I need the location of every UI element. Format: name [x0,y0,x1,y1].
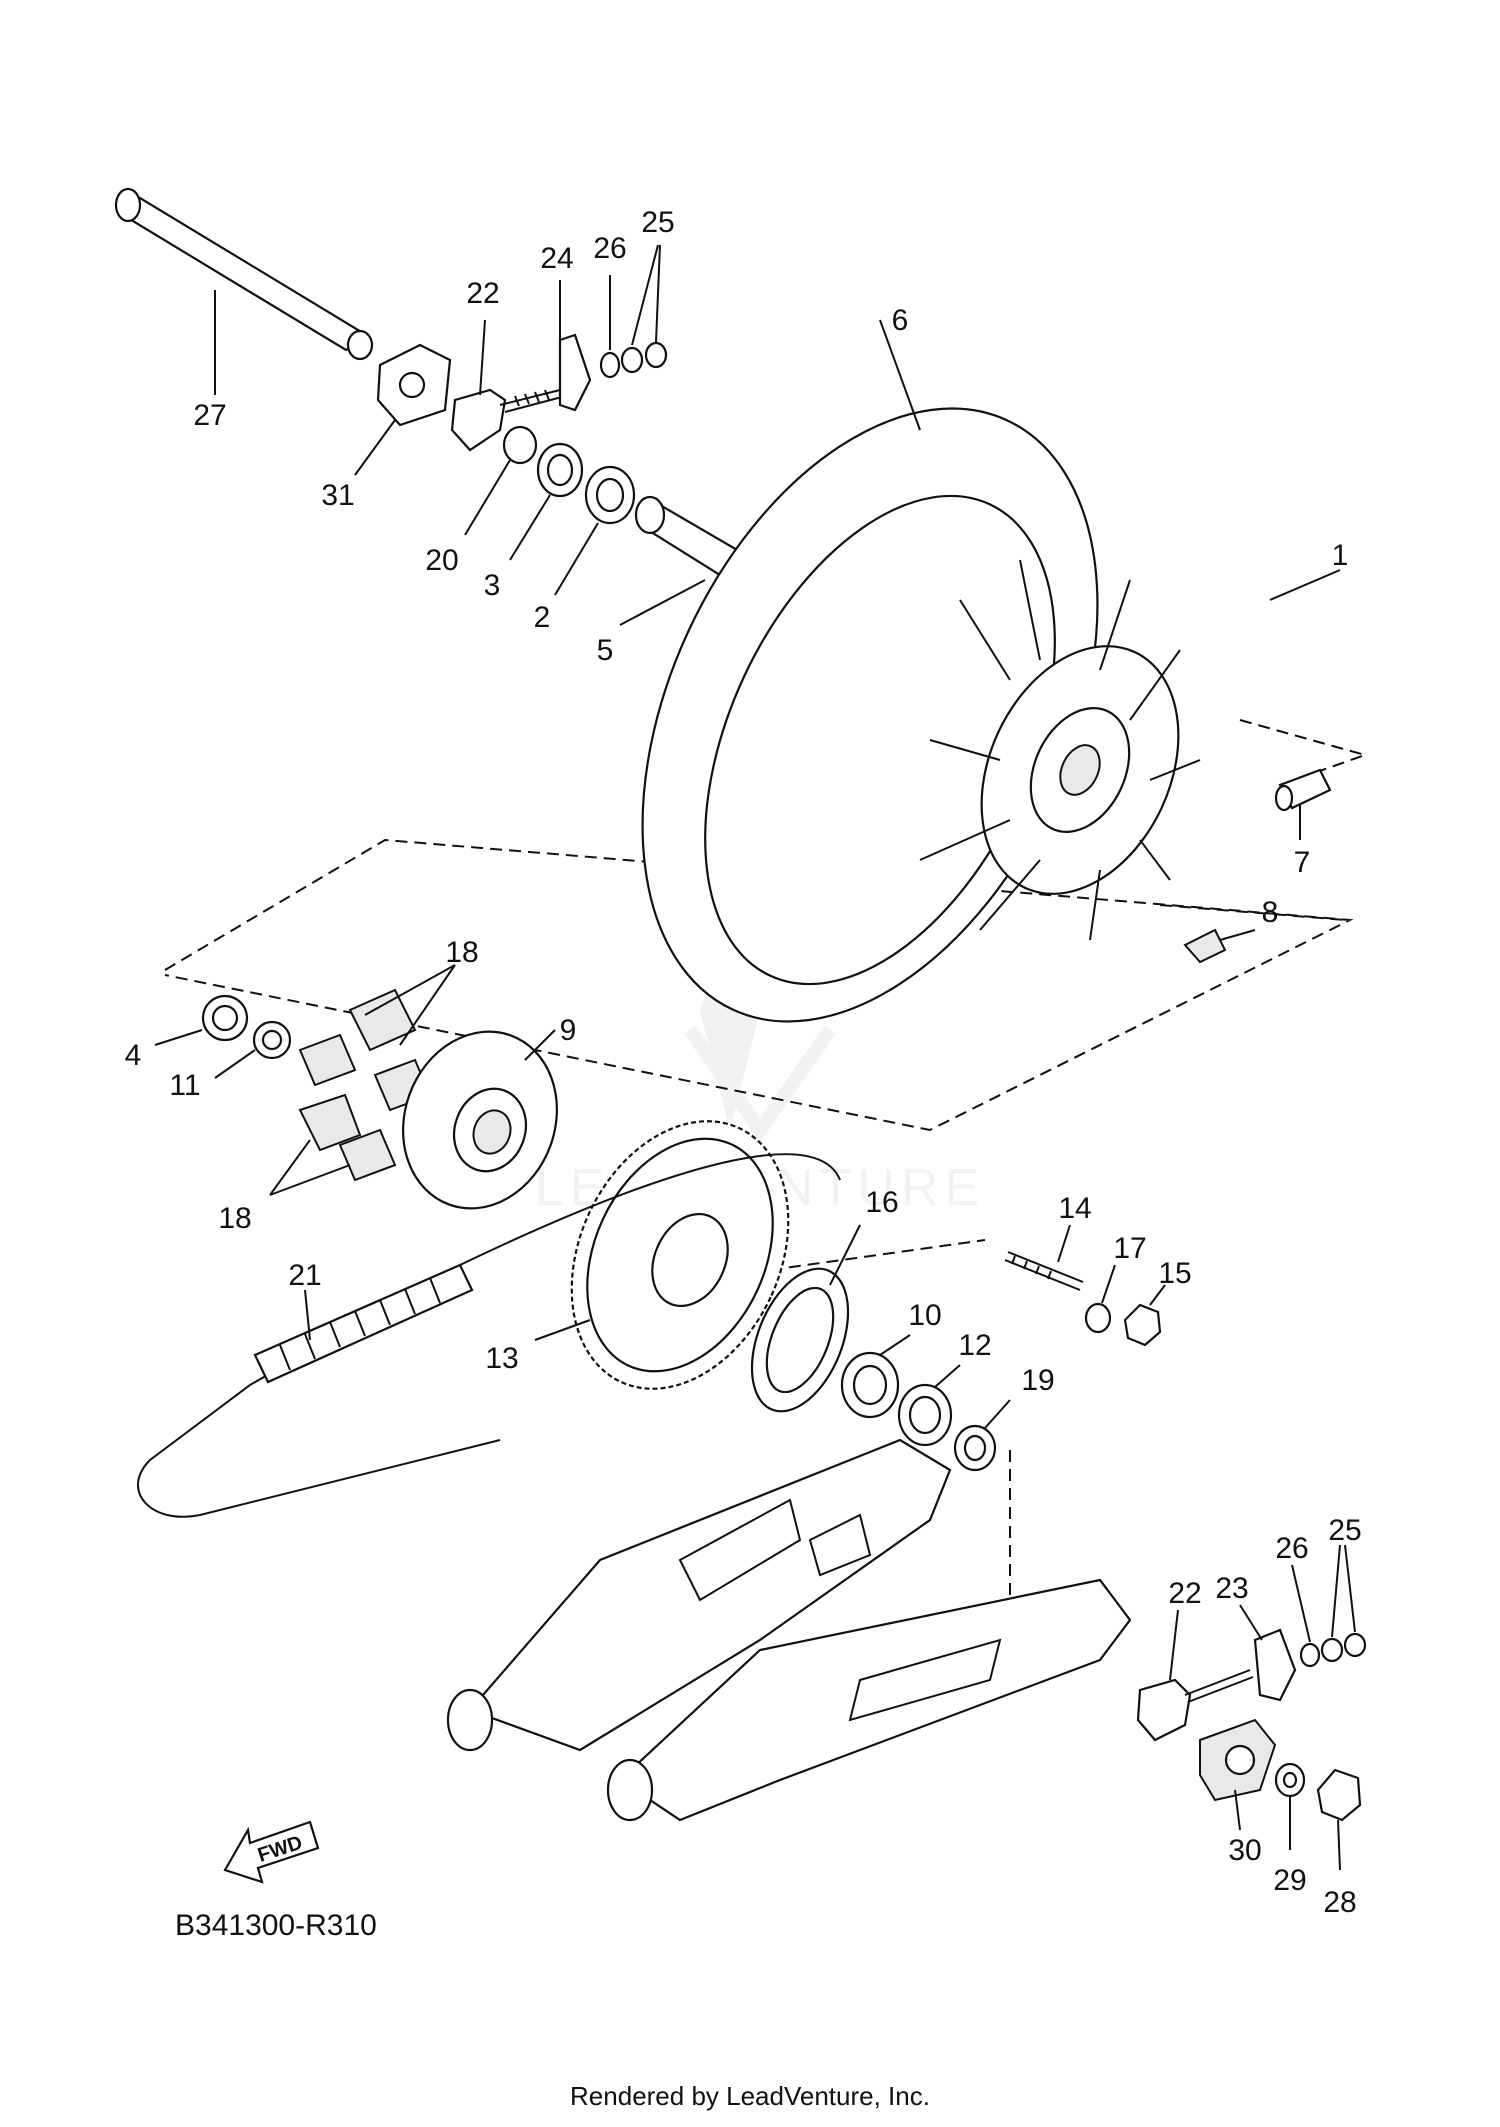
callout-3: 3 [484,569,501,602]
callout-12: 12 [958,1329,991,1362]
callout-17: 17 [1113,1232,1146,1265]
callout-20: 20 [425,544,458,577]
wheel-6 [641,319,1201,1023]
callout-18a: 18 [445,936,478,969]
valve-7 [1274,768,1332,840]
collar-20 [464,425,538,536]
nut-15 [1123,1284,1166,1347]
collar-19 [953,1399,1011,1472]
callout-19: 19 [1021,1364,1054,1397]
oil-seal-3 [509,442,584,561]
callout-9: 9 [560,1014,577,1047]
fwd-arrow-icon: FWD [223,1820,320,1884]
assembly-outline-hub [164,719,1369,1610]
callout-18b: 18 [218,1202,251,1235]
callout-30: 30 [1228,1834,1261,1867]
oil-seal-12 [897,1364,961,1447]
bearing-2 [554,465,636,596]
callout-23: 23 [1215,1572,1248,1605]
clutch-hub-9 [401,1029,559,1210]
callout-15: 15 [1158,1257,1191,1290]
sprocket-13 [534,1120,790,1390]
chain-puller-22-upper [450,319,563,452]
callout-7: 7 [1294,846,1311,879]
collar-11 [214,1020,292,1079]
dampers-18 [269,964,456,1196]
callout-31: 31 [321,479,354,512]
nuts-25-upper [620,244,668,374]
callout-10: 10 [908,1299,941,1332]
callout-14: 14 [1058,1192,1091,1225]
plate-23 [1239,1604,1297,1702]
chain-puller-22-lower [1136,1609,1254,1742]
callout-25b: 25 [1328,1514,1361,1547]
diagram-code: B341300-R310 [175,1909,377,1942]
plate-16 [750,1224,861,1413]
axle-27 [114,187,374,395]
callout-29: 29 [1273,1864,1306,1897]
bearing-10 [840,1334,911,1419]
washer-17 [1084,1264,1116,1334]
callout-26b: 26 [1275,1532,1308,1565]
adjuster-block-30 [1199,1718,1277,1831]
nut-28 [1316,1768,1362,1871]
washer-26-lower [1291,1564,1321,1668]
washer-29 [1274,1762,1306,1850]
bearing-4 [154,994,249,1046]
callout-13: 13 [485,1342,518,1375]
callout-22b: 22 [1168,1577,1201,1610]
callout-21: 21 [288,1259,321,1292]
callout-6: 6 [892,304,909,337]
stud-bolt-14 [1004,1224,1084,1291]
chain-21 [137,1153,841,1518]
callout-22a: 22 [466,277,499,310]
callout-5: 5 [597,634,614,667]
rim-1 [1269,569,1341,601]
callout-2: 2 [534,601,551,634]
callout-1: 1 [1332,539,1349,572]
callout-25a: 25 [641,206,674,239]
swingarm [446,1438,1132,1822]
callout-11: 11 [169,1069,200,1102]
balance-weight-8 [1183,928,1256,964]
callout-8: 8 [1262,896,1279,929]
washer-26-upper [599,275,621,379]
adjuster-31 [354,343,452,476]
footer-credit: Rendered by LeadVenture, Inc. [570,2081,930,2111]
callout-16: 16 [865,1186,898,1219]
nuts-25-lower [1320,1544,1367,1663]
callout-28: 28 [1323,1886,1356,1919]
callout-24: 24 [540,242,573,275]
plate-24 [558,280,592,412]
callout-27: 27 [193,399,226,432]
callout-4: 4 [125,1039,142,1072]
callout-26a: 26 [593,232,626,265]
